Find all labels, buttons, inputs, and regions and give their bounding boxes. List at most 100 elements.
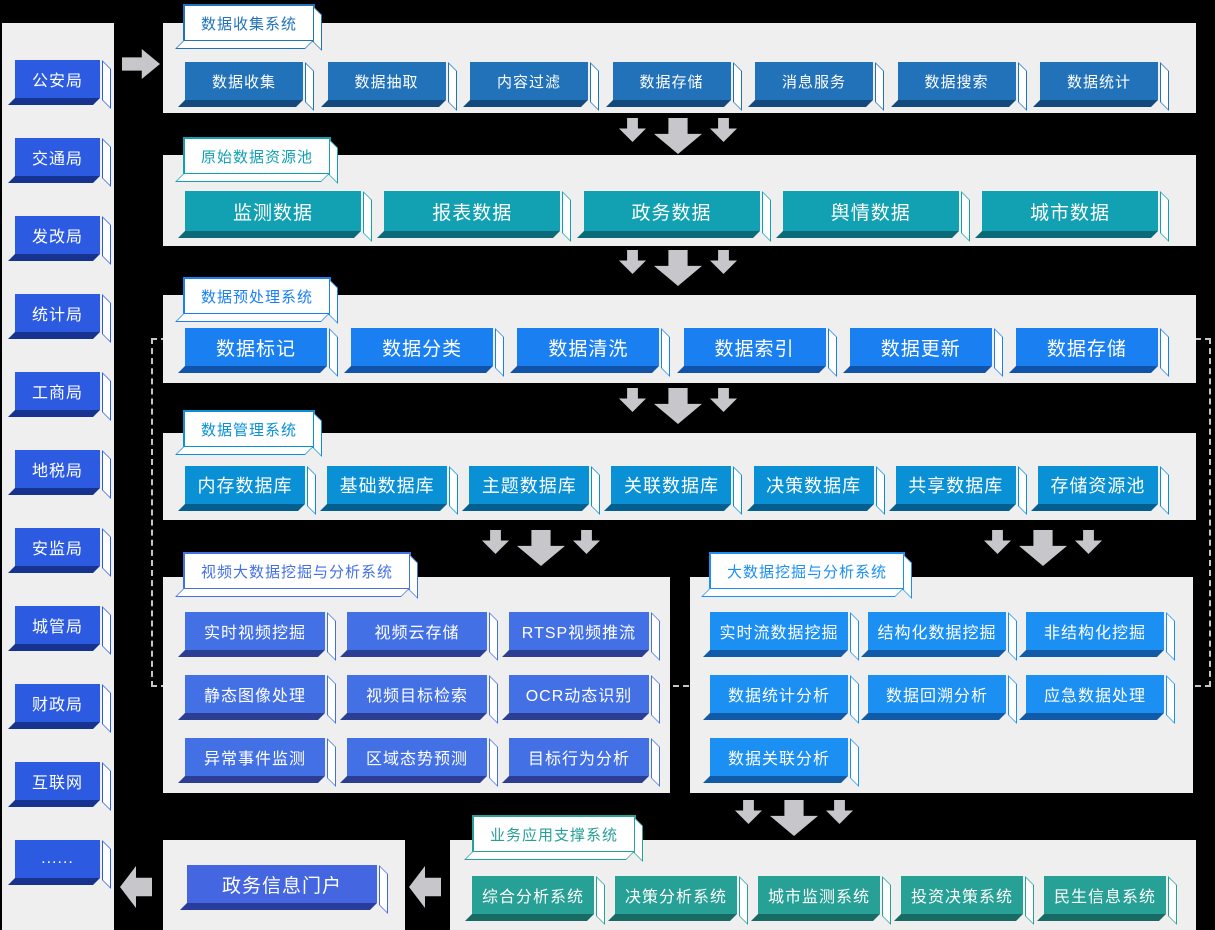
section-label-big-data-mining: 大数据挖掘与分析系统 [709,552,906,590]
down-arrow-icon [710,250,737,274]
video-mining-node[interactable]: 异常事件监测 [185,738,325,776]
mining-node[interactable]: 应急数据处理 [1026,675,1164,713]
down-arrow-icon [710,388,737,412]
down-arrow-icon [654,118,702,154]
raw-data-node[interactable]: 舆情数据 [782,191,959,231]
down-arrow-icon [619,250,646,274]
left-arrow-icon [409,866,441,908]
mining-node[interactable]: 数据回溯分析 [868,675,1006,713]
sidebar-data-sources: 公安局 交通局 发改局 统计局 工商局 地税局 安监局 城管局 财政局 互联网 … [2,23,114,930]
down-arrow-icon [1075,530,1102,554]
portal-node[interactable]: 政务信息门户 [187,865,377,903]
source-node[interactable]: 财政局 [15,684,100,722]
down-arrows-group [619,118,737,154]
down-arrow-icon [619,118,646,142]
database-node[interactable]: 内存数据库 [185,466,305,504]
preprocess-node[interactable]: 数据清洗 [517,328,660,366]
left-arrow-icon [120,866,152,908]
collection-node[interactable]: 数据收集 [185,62,303,100]
raw-data-node[interactable]: 报表数据 [384,191,561,231]
section-label-data-management: 数据管理系统 [183,410,316,448]
database-node[interactable]: 决策数据库 [753,466,874,504]
database-node[interactable]: 基础数据库 [327,466,448,504]
video-mining-node[interactable]: 视频云存储 [347,612,487,650]
preprocess-node[interactable]: 数据索引 [683,328,826,366]
panel-portal: 政务信息门户 [163,840,405,930]
down-arrows-group [482,530,600,566]
video-mining-node[interactable]: 实时视频挖掘 [185,612,325,650]
video-mining-node[interactable]: 目标行为分析 [509,738,649,776]
business-node[interactable]: 民生信息系统 [1044,876,1166,914]
source-node[interactable]: 发改局 [15,216,100,254]
collection-node[interactable]: 数据统计 [1040,62,1158,100]
panel-data-collection: 数据收集 数据抽取 内容过滤 数据存储 消息服务 数据搜索 数据统计 [163,23,1196,113]
video-mining-node[interactable]: 区域态势预测 [347,738,487,776]
database-node[interactable]: 共享数据库 [895,466,1016,504]
panel-big-data-mining: 实时流数据挖掘 结构化数据挖掘 非结构化挖掘 数据统计分析 数据回溯分析 应急数… [690,577,1193,793]
business-node[interactable]: 投资决策系统 [901,876,1023,914]
panel-video-mining: 实时视频挖掘 视频云存储 RTSP视频推流 静态图像处理 视频目标检索 OCR动… [163,577,670,793]
source-node[interactable]: 城管局 [15,606,100,644]
raw-data-node[interactable]: 监测数据 [185,191,361,231]
section-label-raw-data-pool: 原始数据资源池 [183,137,332,175]
database-node[interactable]: 存储资源池 [1037,466,1158,504]
collection-node[interactable]: 消息服务 [755,62,873,100]
down-arrows-group [735,800,853,836]
source-node[interactable]: 交通局 [15,138,100,176]
down-arrow-icon [482,530,509,554]
down-arrow-icon [735,800,762,824]
video-mining-node[interactable]: OCR动态识别 [509,675,649,713]
source-node[interactable]: 工商局 [15,372,100,410]
section-label-video-mining: 视频大数据挖掘与分析系统 [183,552,412,590]
section-label-business-support: 业务应用支撑系统 [472,815,637,853]
down-arrows-group [984,530,1102,566]
database-node[interactable]: 关联数据库 [611,466,732,504]
source-node[interactable]: 安监局 [15,528,100,566]
database-node[interactable]: 主题数据库 [469,466,590,504]
down-arrow-icon [826,800,853,824]
collection-node[interactable]: 数据搜索 [897,62,1016,100]
preprocess-node[interactable]: 数据标记 [185,328,327,366]
raw-data-node[interactable]: 政务数据 [583,191,760,231]
business-node[interactable]: 决策分析系统 [615,876,737,914]
collection-node[interactable]: 数据抽取 [327,62,446,100]
source-node-ellipsis[interactable]: ...... [15,840,100,878]
right-arrow-icon [122,49,160,79]
video-mining-node[interactable]: 视频目标检索 [347,675,487,713]
raw-data-node[interactable]: 城市数据 [982,191,1158,231]
down-arrow-icon [654,388,702,424]
collection-node[interactable]: 数据存储 [612,62,731,100]
section-label-data-collection: 数据收集系统 [183,4,316,42]
down-arrow-icon [573,530,600,554]
down-arrow-icon [517,530,565,566]
source-node[interactable]: 互联网 [15,762,100,800]
collection-node[interactable]: 内容过滤 [470,62,588,100]
video-mining-node[interactable]: 静态图像处理 [185,675,325,713]
down-arrow-icon [619,388,646,412]
mining-node[interactable]: 非结构化挖掘 [1026,612,1164,650]
video-mining-node[interactable]: RTSP视频推流 [509,612,649,650]
down-arrow-icon [984,530,1011,554]
down-arrows-group [619,250,737,286]
source-node[interactable]: 地税局 [15,450,100,488]
down-arrows-group [619,388,737,424]
business-node[interactable]: 城市监测系统 [758,876,880,914]
business-node[interactable]: 综合分析系统 [472,876,594,914]
source-node[interactable]: 公安局 [15,60,100,98]
preprocess-node[interactable]: 数据分类 [351,328,494,366]
section-label-preprocessing: 数据预处理系统 [183,277,332,315]
down-arrow-icon [710,118,737,142]
preprocess-node[interactable]: 数据更新 [849,328,992,366]
down-arrow-icon [770,800,818,836]
down-arrow-icon [654,250,702,286]
source-node[interactable]: 统计局 [15,294,100,332]
panel-business-support: 综合分析系统 决策分析系统 城市监测系统 投资决策系统 民生信息系统 [450,840,1196,930]
mining-node[interactable]: 结构化数据挖掘 [868,612,1006,650]
down-arrow-icon [1019,530,1067,566]
panel-preprocessing: 数据标记 数据分类 数据清洗 数据索引 数据更新 数据存储 [163,295,1196,383]
preprocess-node[interactable]: 数据存储 [1015,328,1158,366]
panel-data-management: 内存数据库 基础数据库 主题数据库 关联数据库 决策数据库 共享数据库 存储资源… [163,433,1196,520]
mining-node[interactable]: 数据关联分析 [710,738,848,776]
mining-node[interactable]: 数据统计分析 [710,675,848,713]
mining-node[interactable]: 实时流数据挖掘 [710,612,848,650]
